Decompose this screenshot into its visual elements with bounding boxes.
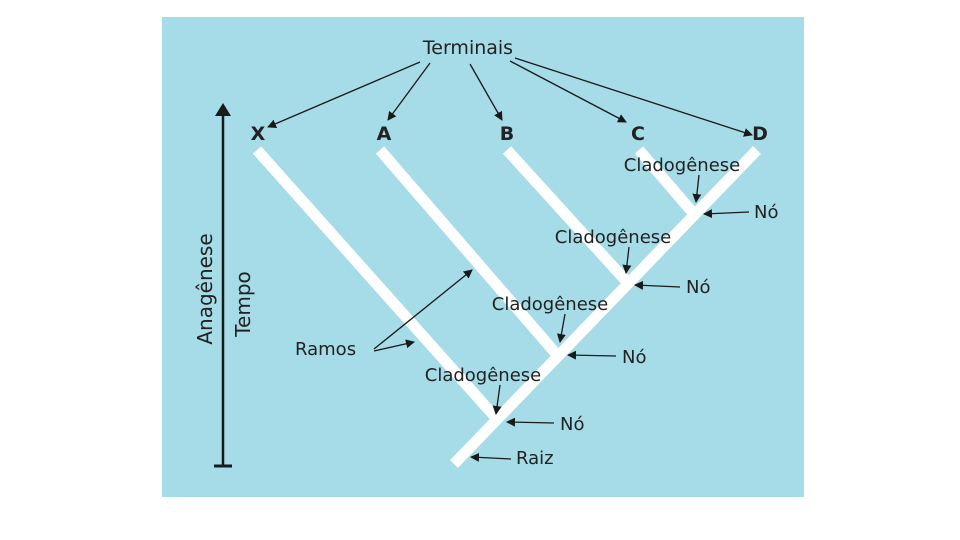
node-arrow-4	[506, 417, 555, 427]
branches-label: Ramos	[295, 339, 356, 360]
root-group: Raiz	[470, 448, 554, 469]
cladogram-panel: Anagênese Tempo Terminais X A B C D Clad…	[162, 17, 804, 497]
terminal-x: X	[251, 123, 266, 145]
branches-arrow-2	[373, 339, 415, 352]
cladogenesis-label-1: Cladogênese	[624, 155, 740, 176]
cladogenesis-label-4: Cladogênese	[425, 365, 541, 386]
terminal-d: D	[752, 123, 768, 145]
time-axis: Anagênese Tempo	[193, 103, 255, 468]
cladogenesis-arrow-1	[692, 174, 702, 203]
node-label-3: Nó	[622, 347, 646, 368]
branches-group: Ramos	[295, 269, 473, 360]
terminal-b: B	[500, 123, 514, 145]
terminal-arrow-d	[514, 57, 753, 137]
branch-x	[252, 146, 502, 423]
terminals-group: Terminais X A B C D	[251, 37, 768, 145]
node-arrow-2	[634, 280, 681, 290]
terminal-a: A	[377, 123, 392, 145]
cladogenesis-label-3: Cladogênese	[492, 294, 608, 315]
branch-a	[375, 146, 563, 360]
branches-arrow-1	[373, 269, 473, 350]
cladogram-diagram: Anagênese Tempo Terminais X A B C D Clad…	[162, 17, 804, 497]
cladogenesis-arrow-2	[622, 246, 632, 274]
node-arrow-3	[567, 350, 617, 360]
node-label-2: Nó	[686, 277, 710, 298]
anagenesis-label: Anagênese	[193, 233, 217, 344]
root-label: Raiz	[516, 448, 554, 469]
time-label: Tempo	[231, 271, 255, 338]
cladogenesis-group: Cladogênese Cladogênese Cladogênese Clad…	[425, 155, 740, 415]
node-group: Nó Nó Nó Nó	[506, 202, 778, 435]
branch-root	[450, 146, 761, 468]
terminal-arrow-c	[509, 60, 627, 123]
node-arrow-1	[703, 209, 750, 219]
terminal-c: C	[631, 123, 645, 145]
terminals-label: Terminais	[422, 37, 513, 59]
terminal-arrow-x	[267, 61, 421, 128]
tree-branches	[252, 146, 761, 468]
diagram-background	[162, 17, 804, 497]
cladogenesis-arrow-3	[556, 313, 566, 343]
root-arrow	[470, 452, 512, 462]
cladogenesis-label-2: Cladogênese	[555, 227, 671, 248]
branch-b	[502, 146, 633, 287]
cladogenesis-arrow-4	[492, 384, 502, 415]
terminal-arrow-b	[469, 63, 503, 121]
node-label-4: Nó	[560, 414, 584, 435]
axis-arrowhead-icon	[215, 103, 231, 116]
node-label-1: Nó	[754, 202, 778, 223]
branch-c	[634, 146, 699, 218]
terminal-arrow-a	[387, 62, 431, 121]
